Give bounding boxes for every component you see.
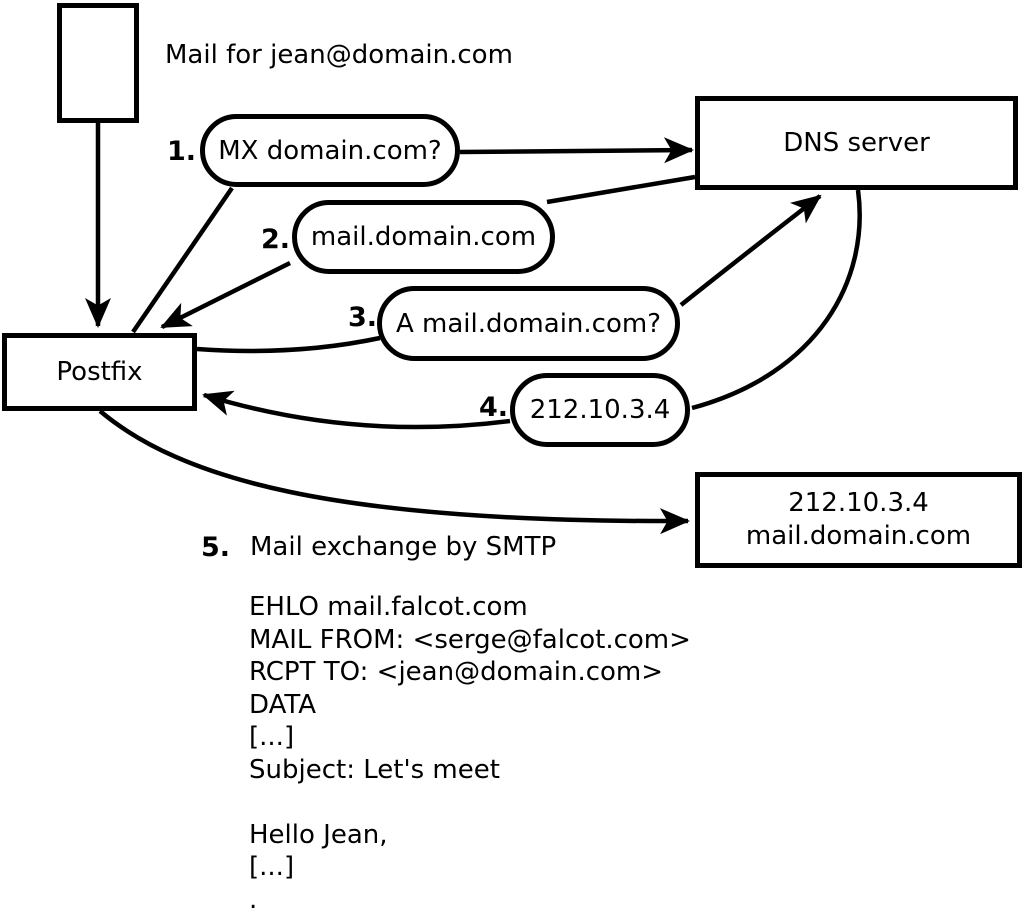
mail-server-node: 212.10.3.4 mail.domain.com [695, 472, 1022, 568]
smtp-line: Subject: Let's meet [249, 754, 500, 785]
step-number-3: 3. [347, 302, 377, 333]
arrow-answer-a-to-postfix [202, 390, 511, 430]
step-number-2: 2. [260, 224, 290, 255]
smtp-line: RCPT TO: <jean@domain.com> [249, 657, 664, 687]
diagram-title: Mail for jean@domain.com [165, 40, 513, 70]
pill-answer-a-label: 212.10.3.4 [529, 395, 671, 425]
dns-server-node: DNS server [695, 96, 1018, 190]
smtp-line: DATA [249, 689, 316, 720]
pill-query-mx-label: MX domain.com? [218, 135, 442, 166]
message-node [57, 3, 139, 123]
line-dns-to-answer-a [691, 189, 862, 411]
step-number-5: 5. [200, 532, 230, 563]
arrow-query-a-to-dns [679, 194, 822, 307]
arrow-postfix-to-mail-server [98, 409, 690, 535]
pill-query-a: A mail.domain.com? [377, 286, 680, 361]
smtp-line [249, 786, 691, 819]
pill-answer-mx-label: mail.domain.com [310, 222, 537, 252]
postfix-node: Postfix [2, 333, 197, 411]
line-postfix-to-query-a [196, 335, 381, 354]
arrow-query-mx-to-dns [459, 137, 694, 164]
mail-server-hostname: mail.domain.com [745, 521, 972, 551]
step-5-label: Mail exchange by SMTP [250, 532, 557, 562]
arrow-answer-mx-to-postfix [160, 260, 292, 330]
line-dns-to-answer-mx [546, 174, 696, 205]
pill-query-mx: MX domain.com? [200, 114, 460, 187]
pill-answer-a: 212.10.3.4 [510, 373, 690, 447]
smtp-session-text: EHLO mail.falcot.com MAIL FROM: <serge@f… [249, 591, 691, 916]
line-postfix-to-query-mx [131, 186, 234, 334]
dns-server-label: DNS server [783, 127, 930, 158]
smtp-line: [...] [249, 852, 295, 882]
smtp-line: [...] [249, 722, 295, 752]
smtp-line: . [249, 884, 258, 915]
step-number-1: 1. [166, 136, 196, 167]
smtp-line: Hello Jean, [249, 819, 388, 850]
postfix-label: Postfix [56, 356, 143, 387]
pill-answer-mx: mail.domain.com [292, 200, 555, 274]
step-number-4: 4. [478, 392, 508, 423]
smtp-line: EHLO mail.falcot.com [249, 592, 528, 622]
mail-server-ip: 212.10.3.4 [788, 488, 929, 518]
pill-query-a-label: A mail.domain.com? [396, 308, 661, 339]
smtp-line: MAIL FROM: <serge@falcot.com> [249, 624, 691, 655]
